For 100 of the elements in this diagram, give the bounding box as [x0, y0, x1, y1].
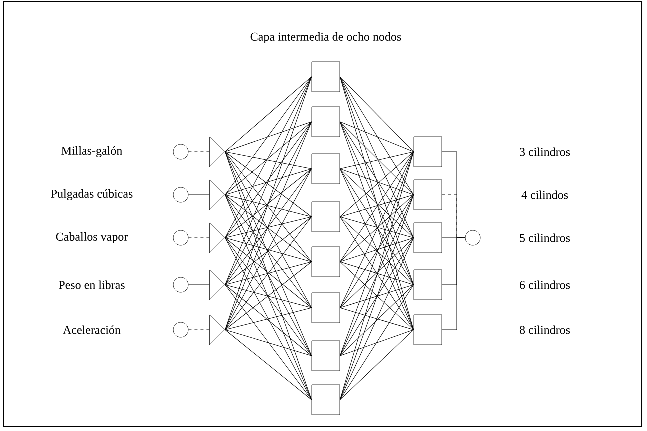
connector — [340, 122, 414, 286]
connector — [340, 216, 414, 286]
input-triangle — [210, 136, 225, 168]
connector — [225, 238, 312, 356]
connector — [225, 152, 312, 400]
connector — [340, 152, 414, 400]
connector — [225, 122, 312, 330]
connector — [225, 168, 312, 330]
neuron-box — [312, 154, 340, 184]
neuron-box — [312, 292, 340, 324]
connector — [225, 122, 312, 196]
connector — [225, 122, 312, 152]
neuron-box — [312, 106, 340, 138]
connector — [225, 152, 312, 262]
neuron-box — [312, 340, 340, 372]
connector — [188, 194, 210, 196]
connector — [340, 168, 414, 238]
neuron-box — [414, 222, 442, 254]
input-label: Aceleración — [63, 326, 121, 334]
connector — [340, 238, 414, 308]
connector — [340, 168, 414, 196]
connector — [225, 330, 312, 400]
connector — [225, 308, 312, 330]
connector — [225, 168, 312, 286]
neuron-circle — [465, 230, 481, 246]
connector — [225, 76, 312, 286]
connector — [188, 284, 210, 286]
connector — [340, 194, 414, 218]
connector — [340, 122, 414, 238]
connector — [225, 122, 312, 238]
connector — [225, 330, 312, 356]
input-triangle — [210, 180, 225, 210]
connector — [225, 122, 312, 286]
connector — [225, 216, 312, 238]
output-label: 4 cilindos — [522, 190, 568, 200]
neuron-box — [414, 314, 442, 346]
connector — [340, 216, 414, 330]
connector — [225, 194, 312, 400]
title: Capa intermedia de ocho nodos — [250, 32, 402, 44]
connector — [340, 194, 414, 400]
input-triangle — [210, 222, 225, 254]
output-label: 6 cilindros — [520, 280, 570, 290]
connector — [340, 168, 414, 330]
connector — [225, 76, 312, 196]
neuron-box — [312, 246, 340, 278]
connector — [225, 152, 312, 308]
connector — [225, 194, 312, 218]
connector — [225, 262, 312, 330]
connector — [225, 238, 312, 262]
connector — [340, 152, 414, 356]
connector — [225, 152, 312, 170]
connector — [340, 238, 414, 400]
connector — [340, 194, 414, 356]
connector — [340, 152, 414, 308]
connector — [225, 152, 312, 356]
neuron-box — [312, 62, 340, 92]
connector — [340, 122, 414, 196]
connector — [340, 152, 414, 218]
connector — [340, 122, 414, 330]
connector — [225, 284, 312, 356]
neuron-circle — [173, 277, 189, 293]
neuron-box — [414, 270, 442, 300]
connector — [340, 284, 414, 400]
connector — [340, 330, 414, 400]
connector — [340, 216, 414, 238]
connector — [225, 168, 312, 196]
connector — [340, 238, 414, 262]
connector — [225, 76, 312, 330]
connector — [225, 152, 312, 218]
neuron-circle — [173, 322, 189, 338]
connector — [340, 262, 414, 286]
connector — [340, 194, 414, 262]
connector — [225, 194, 312, 356]
connector — [225, 238, 312, 308]
input-label: Pulgadas cúbicas — [51, 190, 133, 200]
connector — [340, 238, 414, 356]
output-label: 5 cilindros — [520, 234, 570, 242]
connector — [442, 238, 466, 330]
input-label: Caballos vapor — [56, 232, 128, 244]
connector — [340, 168, 414, 286]
connector — [340, 76, 414, 152]
connector — [225, 284, 312, 400]
neuron-box — [414, 136, 442, 168]
connector — [340, 152, 414, 262]
connector — [225, 284, 312, 308]
connector — [340, 194, 414, 308]
connector — [340, 152, 414, 170]
neuron-circle — [173, 187, 189, 203]
connector — [340, 308, 414, 330]
neuron-circle — [173, 230, 189, 246]
connector — [225, 194, 312, 308]
connector — [225, 76, 312, 238]
connector — [340, 284, 414, 356]
connector — [225, 216, 312, 286]
connector — [340, 76, 414, 196]
connector — [340, 76, 414, 238]
input-triangle — [210, 314, 225, 346]
input-label: Peso en libras — [59, 280, 125, 290]
neuron-box — [312, 384, 340, 416]
neuron-box — [414, 180, 442, 210]
